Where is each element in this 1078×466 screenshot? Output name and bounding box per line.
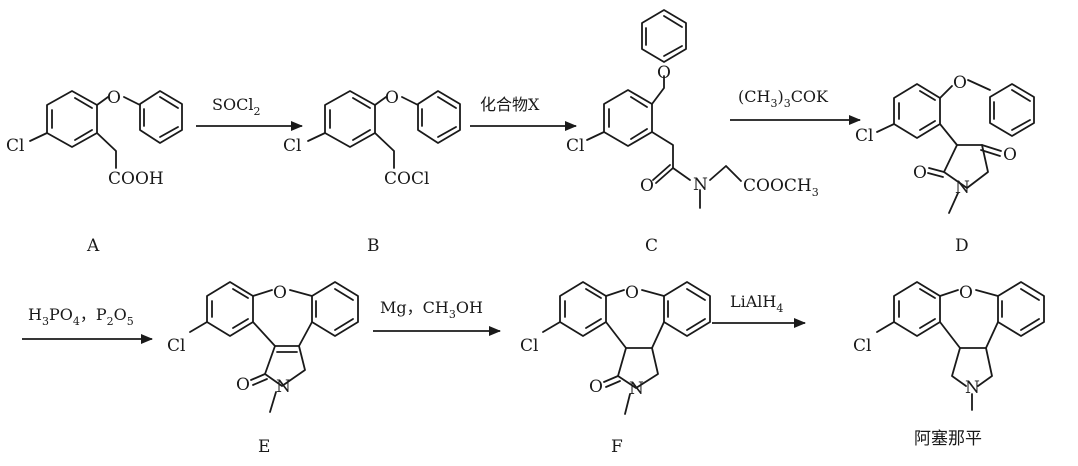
nitrogen-atom: N bbox=[955, 178, 970, 198]
oxygen-atom: O bbox=[385, 88, 399, 108]
compound-asenapine: O Cl N bbox=[853, 281, 1045, 411]
reagent-tbuok: (CH3)3COK bbox=[738, 87, 829, 110]
chlorine-atom: Cl bbox=[6, 136, 24, 156]
chlorine-atom: Cl bbox=[167, 336, 185, 356]
label-asenapine: 阿塞那平 bbox=[914, 429, 982, 449]
nitrogen-atom: N bbox=[629, 379, 644, 399]
reagent-h3po4-p2o5: H3PO4，P2O5 bbox=[28, 305, 134, 328]
nitrogen-atom: N bbox=[965, 378, 980, 398]
chlorine-atom: Cl bbox=[283, 136, 301, 156]
chlorine-atom: Cl bbox=[853, 336, 871, 356]
substituent-cooh: COOH bbox=[108, 169, 164, 189]
oxygen-atom: O bbox=[625, 283, 639, 303]
compound-a: O Cl COOH bbox=[6, 88, 183, 189]
ester-group: COOCH3 bbox=[743, 176, 819, 199]
oxygen-atom: O bbox=[107, 88, 121, 108]
reagent-socl2: SOCl2 bbox=[212, 95, 260, 118]
lactam-oxygen: O bbox=[236, 375, 250, 395]
substituent-cocl: COCl bbox=[384, 169, 429, 189]
reagent-mg-methanol: Mg，CH3OH bbox=[380, 298, 483, 321]
lactam-oxygen: O bbox=[913, 163, 927, 183]
label-c: C bbox=[645, 236, 658, 256]
reagent-lialh4: LiAlH4 bbox=[730, 292, 783, 315]
compound-f: O Cl O N bbox=[520, 281, 711, 415]
ketone-oxygen: O bbox=[1003, 145, 1017, 165]
oxygen-atom: O bbox=[959, 283, 973, 303]
oxygen-atom: O bbox=[657, 63, 671, 83]
oxygen-atom: O bbox=[953, 73, 967, 93]
compound-b: O Cl COCl bbox=[283, 88, 461, 189]
chlorine-atom: Cl bbox=[855, 126, 873, 146]
lactam-oxygen: O bbox=[589, 377, 603, 397]
compound-c: O Cl O N COOCH3 bbox=[566, 9, 819, 209]
oxygen-atom: O bbox=[273, 283, 287, 303]
reagent-compound-x: 化合物X bbox=[480, 95, 540, 114]
nitrogen-atom: N bbox=[693, 175, 708, 195]
label-a: A bbox=[86, 236, 100, 256]
label-f: F bbox=[611, 437, 623, 457]
chlorine-atom: Cl bbox=[520, 336, 538, 356]
label-e: E bbox=[258, 437, 270, 457]
compound-e: O Cl O N bbox=[167, 281, 359, 413]
carbonyl-oxygen: O bbox=[640, 176, 654, 196]
compound-d: O Cl O O N bbox=[855, 73, 1035, 214]
label-d: D bbox=[955, 236, 969, 256]
nitrogen-atom: N bbox=[276, 377, 291, 397]
label-b: B bbox=[367, 236, 380, 256]
chlorine-atom: Cl bbox=[566, 136, 584, 156]
